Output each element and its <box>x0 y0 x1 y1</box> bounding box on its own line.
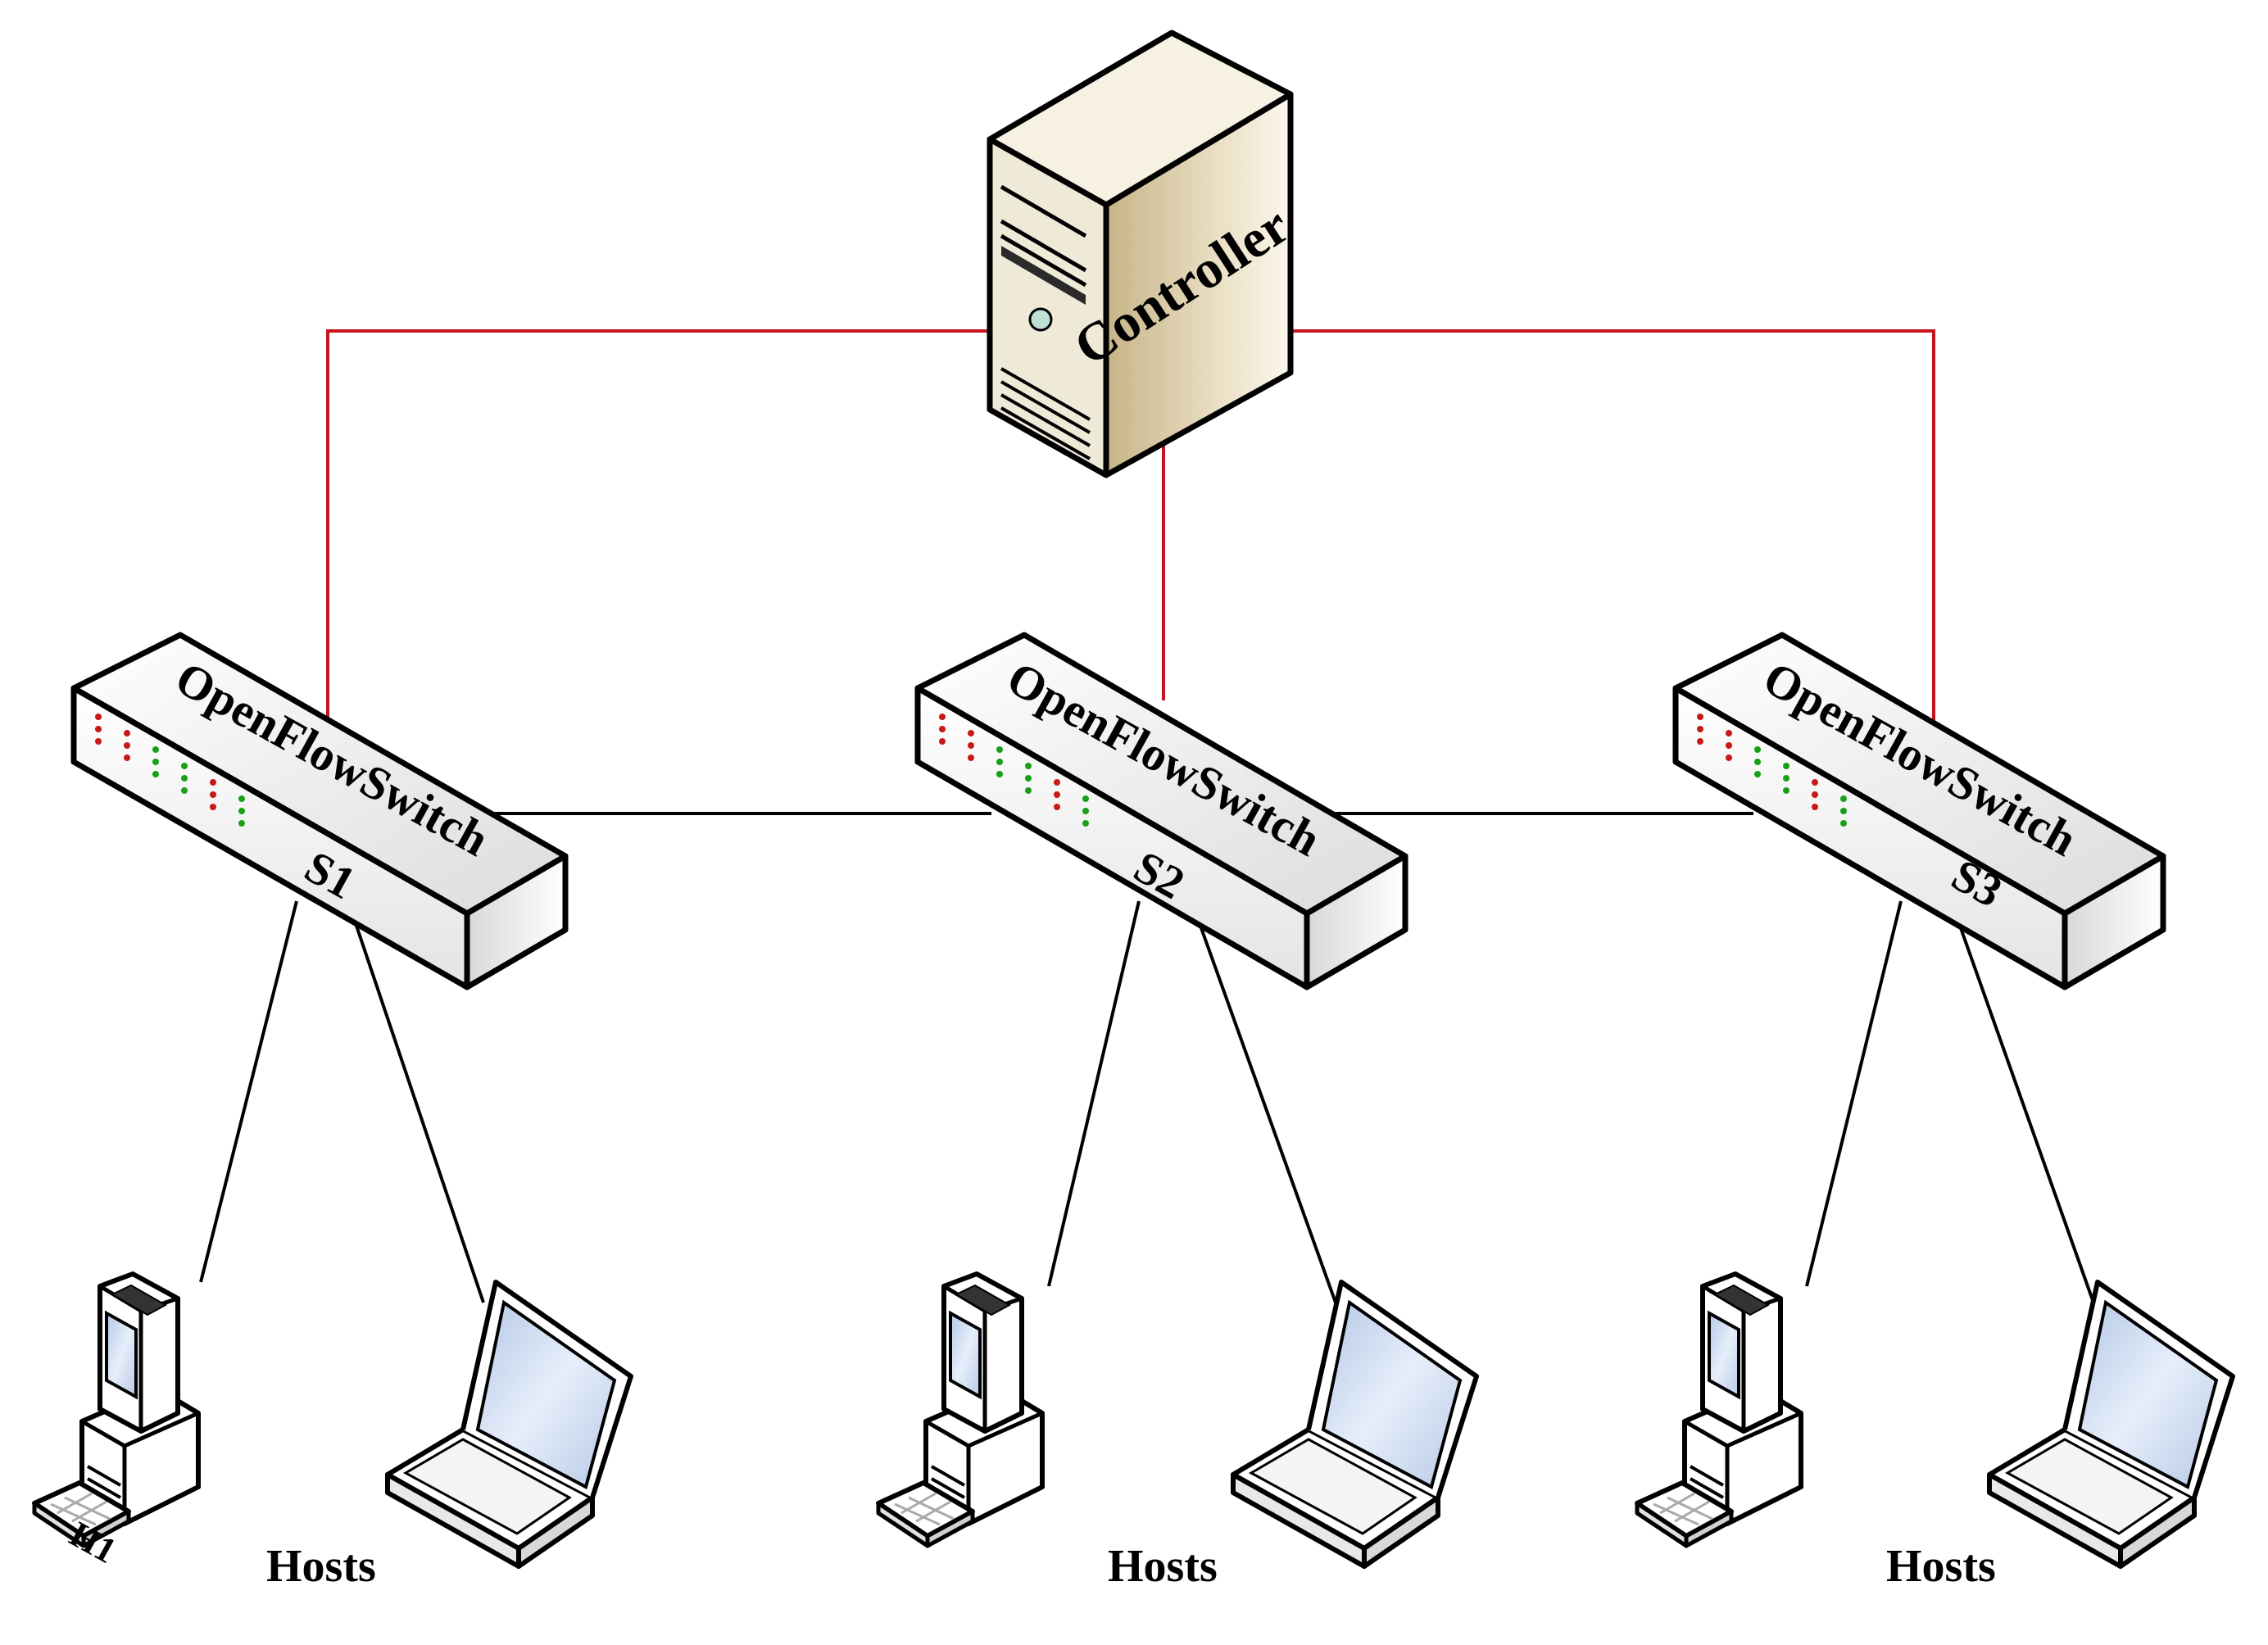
control-links <box>326 329 1935 741</box>
status-leds <box>1697 714 1847 827</box>
status-leds <box>939 714 1089 827</box>
openflow-switch-s2: OpenFlowSwitch S2 <box>914 632 1408 990</box>
control-link-s3 <box>1290 329 1935 737</box>
host-group-2: Hosts <box>878 1274 1476 1592</box>
control-link-s1 <box>326 329 996 741</box>
hosts-label: Hosts <box>1108 1541 1218 1592</box>
host-links <box>199 900 2095 1303</box>
desktop-pc-icon <box>1637 1274 1801 1546</box>
openflow-switch-s1: OpenFlowSwitch S1 <box>70 632 569 990</box>
status-leds <box>95 714 245 827</box>
hosts-label: Hosts <box>1886 1541 1996 1592</box>
controller-server: Controller <box>987 29 1300 478</box>
laptop-icon <box>1989 1282 2233 1566</box>
desktop-pc-icon <box>878 1274 1042 1546</box>
host-group-3: Hosts <box>1637 1274 2233 1592</box>
openflow-switch-s3: OpenFlowSwitch S3 <box>1672 632 2166 990</box>
laptop-icon <box>388 1282 631 1566</box>
laptop-icon <box>1233 1282 1476 1566</box>
host-group-1: H1 Hosts <box>34 1274 631 1592</box>
desktop-pc-icon <box>34 1274 198 1546</box>
server-power-led <box>1028 307 1053 332</box>
hosts-label: Hosts <box>266 1541 376 1592</box>
